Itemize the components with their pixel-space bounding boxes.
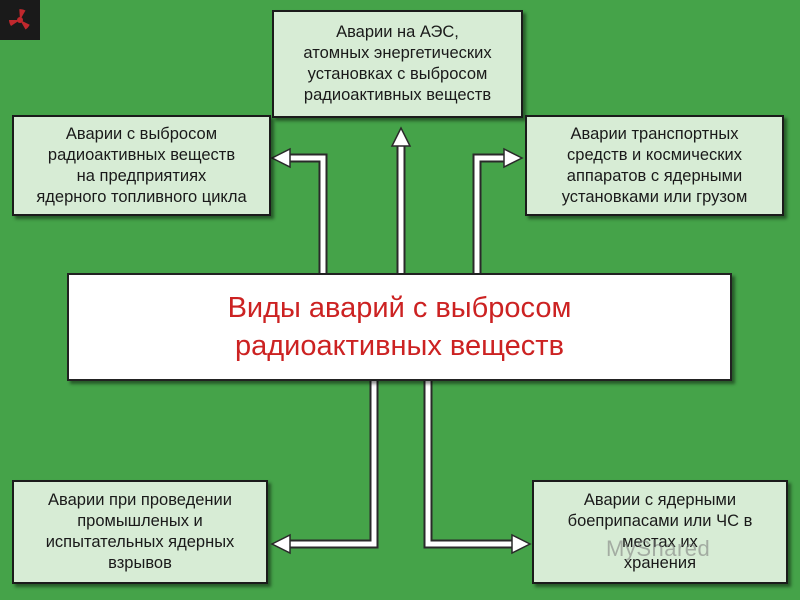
arrow-to-explosions-head [270,533,291,555]
arrow-to-fuel-cycle [270,147,328,273]
center-title: Виды аварий с выбросом радиоактивных вещ… [227,292,572,362]
box-nuclear-explosions-text: Аварии при проведении промышленых и испы… [45,491,235,572]
watermark: MyShared [606,536,711,561]
box-fuel-cycle-accidents-text: Аварии с выбросом радиоактивных веществ … [36,124,247,206]
box-transport-accidents: Аварии транспортных средств и космически… [525,115,784,216]
box-munitions-accidents-text: Аварии с ядерными боеприпасами или ЧС в … [567,491,753,572]
box-fuel-cycle-accidents: Аварии с выбросом радиоактивных веществ … [12,115,271,216]
arrow-to-munitions-head [511,533,532,555]
box-nuclear-explosions: Аварии при проведении промышленых и испы… [12,480,268,584]
arrow-to-munitions [423,381,532,555]
arrow-to-fuel-cycle-head [270,147,291,169]
arrow-to-transport [472,147,524,273]
box-npp-accidents: Аварии на АЭС, атомных энергетических ус… [272,10,523,118]
radiation-icon [9,9,30,30]
arrow-to-npp [390,126,412,273]
arrow-to-npp-head [390,126,412,147]
arrow-to-explosions [270,381,379,555]
box-transport-accidents-text: Аварии транспортных средств и космически… [561,124,748,206]
arrow-to-transport-head [503,147,524,169]
logo [0,0,40,40]
center-title-box: Виды аварий с выбросом радиоактивных вещ… [67,273,732,381]
box-munitions-accidents: Аварии с ядерными боеприпасами или ЧС в … [532,480,788,584]
box-npp-accidents-text: Аварии на АЭС, атомных энергетических ус… [303,23,492,104]
